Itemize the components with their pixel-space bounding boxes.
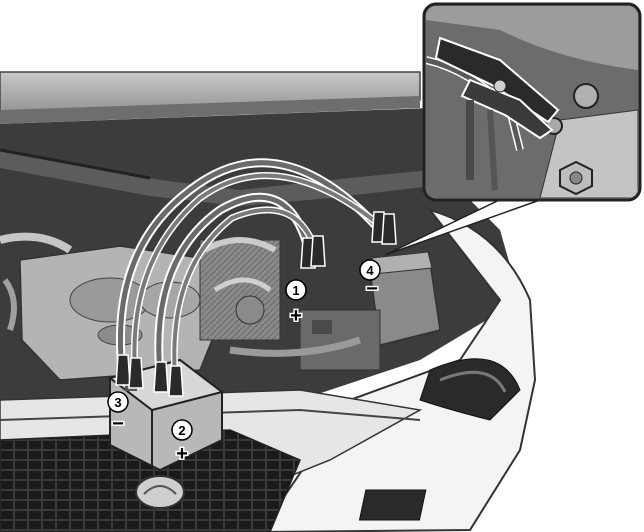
marker-4-sign: − [366,278,378,300]
marker-3-number: 3 [114,395,121,410]
jumper-cable-clamp-icon [115,211,397,397]
marker-2-number: 2 [178,423,185,438]
marker-1-sign: + [290,305,302,327]
marker-4: 4 − [359,259,381,302]
hood-underside [0,71,421,124]
marker-2: 2 + [171,419,193,467]
marker-1: 1 + [285,279,307,329]
jumper-cables [115,158,392,380]
marker-2-sign: + [176,443,188,465]
marker-3: 3 − [107,391,129,437]
detail-inset-icon [422,2,642,202]
marker-4-number: 4 [366,263,374,278]
marker-3-sign: − [112,413,124,435]
marker-1-number: 1 [292,283,299,298]
